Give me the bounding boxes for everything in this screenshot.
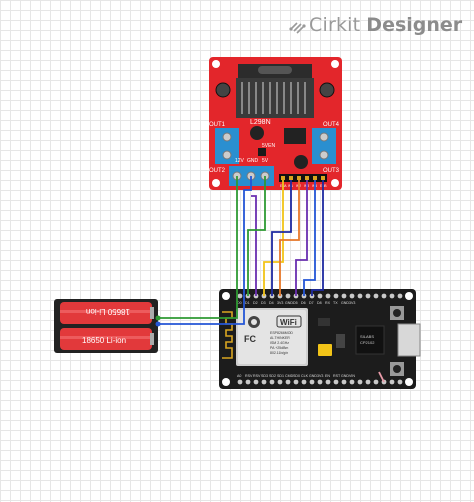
wire-gnd-mcu[interactable]	[251, 195, 257, 296]
wire-5v-vin[interactable]	[247, 176, 266, 296]
wire-stub[interactable]	[378, 371, 385, 383]
esp8266-nodemcu[interactable]: D0 D1 D2 D3 D4 3V3 GND D5 D6 D7 D8 RX TX…	[219, 289, 421, 389]
pin-12v-label: 12V	[235, 158, 245, 164]
wire-in2[interactable]	[279, 180, 300, 296]
pin-gnd-label: GND	[247, 158, 259, 164]
wire-in1[interactable]	[271, 180, 292, 296]
bottom-pin-label: GND	[341, 374, 349, 378]
bottom-pin-label: VIN	[349, 374, 355, 378]
bottom-pin-label: RSV	[245, 374, 253, 378]
driver-model-label: L298N	[250, 119, 271, 126]
bottom-pin-label: CMD	[285, 374, 294, 378]
heatsink	[236, 64, 314, 118]
control-header[interactable]	[279, 174, 327, 182]
module-line: ISM 2.4GHz	[270, 341, 289, 345]
out2-terminal[interactable]: OUT2	[209, 146, 239, 174]
out3-terminal[interactable]: OUT3	[312, 146, 340, 174]
out1-terminal[interactable]: OUT1	[209, 122, 239, 146]
top-pin-label: D2	[253, 301, 258, 305]
top-pin-label: D8	[317, 301, 322, 305]
bottom-pin-label: GND	[309, 374, 317, 378]
chip-brand: SILABS	[360, 334, 374, 339]
mount-hole	[212, 179, 220, 187]
out2-label: OUT2	[209, 168, 226, 174]
micro-usb-port[interactable]	[397, 323, 421, 357]
top-header[interactable]	[237, 293, 403, 299]
mount-hole	[331, 60, 339, 68]
bottom-pin-label: RSV	[253, 374, 261, 378]
mount-hole	[212, 60, 220, 68]
mount-hole	[331, 179, 339, 187]
cell-top-label: 18650 Li-ion	[86, 307, 130, 316]
wifi-logo: WiFi	[280, 318, 297, 327]
top-pin-label: D5	[293, 301, 298, 305]
module-line: 802.11b/g/n	[270, 351, 288, 355]
top-pin-label: D7	[309, 301, 314, 305]
l298n-driver[interactable]: L298N 5VEN OUT1 OUT2 OUT4 OUT3	[209, 57, 342, 190]
cirkit-logo-icon	[289, 22, 306, 34]
cell-bottom-label: 18650 Li-ion	[82, 336, 126, 345]
jumper-5ven[interactable]	[258, 148, 266, 156]
brand-name: Cirkit	[309, 14, 361, 36]
top-pin-label: 3V3	[349, 301, 355, 305]
out1-label: OUT1	[209, 122, 226, 128]
bottom-pin-label: 3V3	[317, 374, 323, 378]
wire-ena[interactable]	[263, 180, 284, 296]
bottom-pin-label: CLK	[301, 374, 309, 378]
capacitor-right	[319, 82, 335, 98]
usb-uart-chip	[355, 325, 385, 355]
out3-label: OUT3	[323, 168, 340, 174]
wire-battery-gnd[interactable]	[158, 176, 252, 325]
bottom-pin-label: SD1	[277, 374, 284, 378]
brand-product: Designer	[366, 14, 463, 36]
fcc-mark: FC	[244, 334, 256, 344]
bottom-pin-label: EN	[325, 374, 330, 378]
top-pin-label: GND	[341, 301, 349, 305]
flash-chip	[318, 318, 330, 326]
out4-terminal[interactable]: OUT4	[312, 122, 340, 146]
ven-label: 5VEN	[262, 143, 275, 149]
bottom-pin-label: SD3	[261, 374, 268, 378]
pin-5v-label: 5V	[262, 158, 269, 164]
esp-module: WiFi FC ESP8266MOD AI-THINKER ISM 2.4GHz…	[236, 308, 308, 366]
top-pin-label: TX	[333, 301, 338, 305]
top-pin-label: GND	[285, 301, 293, 305]
module-line: ESP8266MOD	[270, 331, 293, 335]
module-line: AI-THINKER	[270, 336, 290, 340]
top-pin-label: D4	[269, 301, 274, 305]
bottom-pin-label: RST	[333, 374, 341, 378]
wires[interactable]	[158, 176, 385, 383]
top-pin-label: 3V3	[277, 301, 283, 305]
capacitor-left	[215, 82, 231, 98]
battery-pack[interactable]: 18650 Li-ion 18650 Li-ion	[54, 299, 161, 353]
regulator-cap	[250, 126, 264, 140]
bottom-pin-label: A0	[237, 374, 241, 378]
out4-label: OUT4	[323, 122, 340, 128]
top-pin-label: D0	[237, 301, 242, 305]
led	[318, 344, 332, 356]
bottom-pin-label: SD0	[293, 374, 300, 378]
wire-enb[interactable]	[311, 180, 324, 296]
top-pin-label: D3	[261, 301, 266, 305]
cirkit-designer-brand: Cirkit Designer	[287, 14, 462, 36]
bottom-pin-label: SD2	[269, 374, 276, 378]
module-line: PA +25dBm	[270, 346, 288, 350]
top-pin-label: RX	[325, 301, 331, 305]
regulator-cap	[294, 155, 308, 169]
chip-model: CP2102	[360, 340, 375, 345]
wire-battery-12v[interactable]	[158, 176, 238, 319]
top-pin-label: D6	[301, 301, 306, 305]
wire-in4[interactable]	[303, 180, 316, 296]
top-pin-label: D1	[245, 301, 250, 305]
regulator	[284, 128, 306, 144]
regulator	[336, 334, 345, 348]
wire-in3[interactable]	[295, 180, 308, 296]
bottom-header[interactable]	[237, 379, 403, 385]
